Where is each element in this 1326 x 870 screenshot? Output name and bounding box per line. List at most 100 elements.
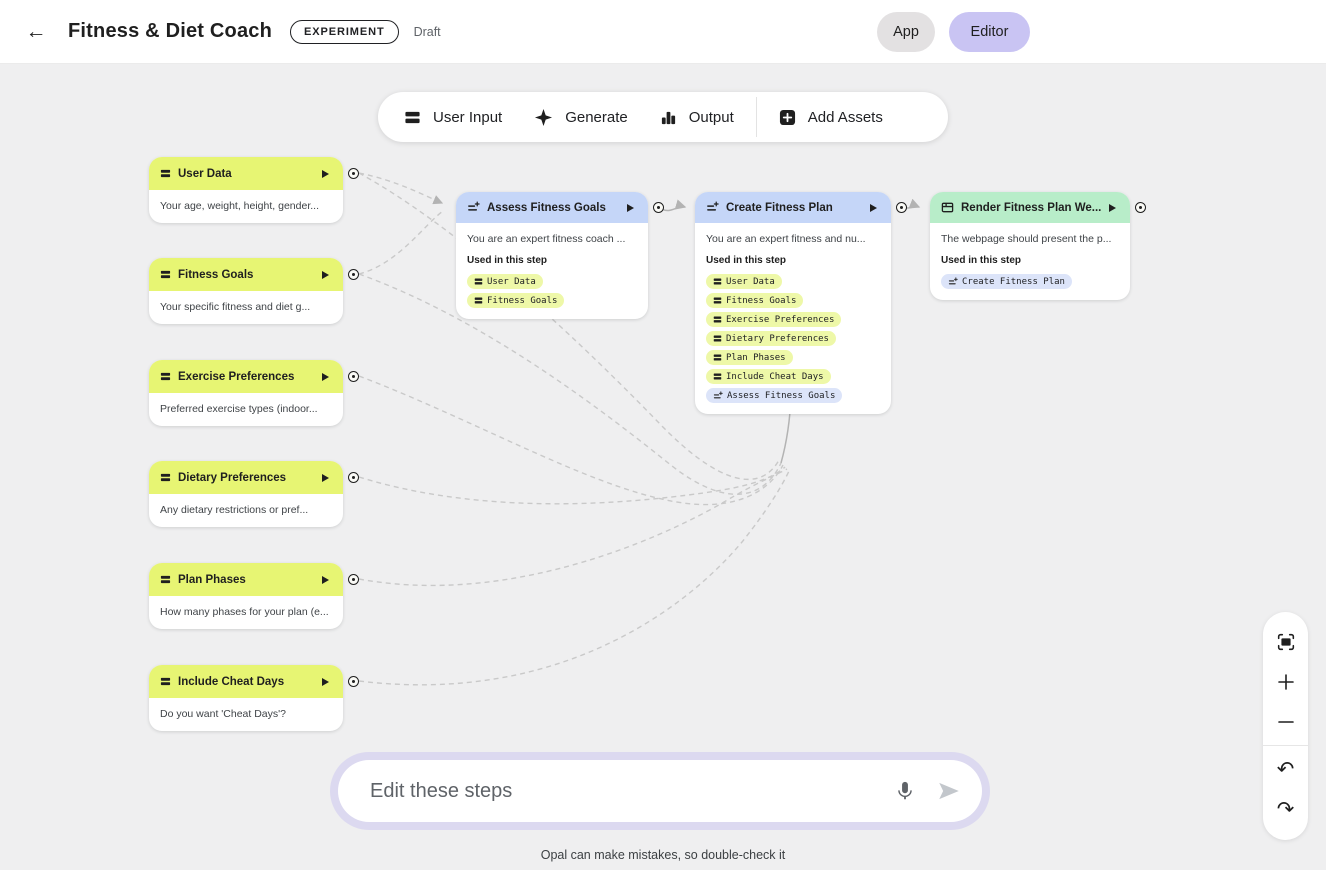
prompt-icon — [948, 276, 958, 284]
chip-label: Create Fitness Plan — [962, 276, 1065, 287]
input-bars-icon — [160, 169, 171, 178]
undo-button[interactable]: ↶ — [1263, 749, 1308, 789]
node-header[interactable]: Render Fitness Plan We... — [930, 192, 1146, 223]
add-assets-button[interactable]: Add Assets — [763, 92, 899, 142]
node-header[interactable]: Create Fitness Plan — [695, 192, 907, 223]
used-asset-chips: User Data Fitness Goals — [467, 274, 637, 308]
run-node-button[interactable] — [869, 203, 878, 213]
connection-port-icon[interactable] — [653, 202, 664, 213]
node-description: Do you want 'Cheat Days'? — [160, 708, 286, 720]
play-icon — [322, 677, 329, 686]
connection-port-icon[interactable] — [348, 269, 359, 280]
toolbar-item-label: Generate — [565, 108, 628, 126]
used-asset-chip: Include Cheat Days — [706, 369, 831, 384]
zoom-in-button[interactable] — [1263, 662, 1308, 702]
node-header[interactable]: Exercise Preferences — [149, 360, 359, 393]
used-in-step-label: Used in this step — [706, 255, 787, 266]
connection-port-icon[interactable] — [348, 371, 359, 382]
input-bars-icon — [713, 278, 722, 285]
node-description: How many phases for your plan (e... — [160, 606, 329, 618]
input-bars-icon — [474, 278, 483, 285]
chip-label: Exercise Preferences — [726, 314, 835, 325]
connection-port-icon[interactable] — [896, 202, 907, 213]
composer — [330, 752, 990, 830]
back-button[interactable]: ← — [18, 14, 54, 50]
prompt-icon — [713, 390, 723, 398]
play-icon — [870, 203, 877, 212]
send-button[interactable] — [934, 776, 964, 806]
connection-port-icon[interactable] — [348, 574, 359, 585]
input-node-exercise-preferences[interactable]: Exercise Preferences Preferred exercise … — [149, 360, 359, 426]
editor-mode-button[interactable]: Editor — [949, 12, 1030, 52]
play-icon — [322, 372, 329, 381]
used-asset-chips: Create Fitness Plan — [941, 274, 1119, 289]
used-asset-chip: User Data — [706, 274, 782, 289]
run-node-button[interactable] — [321, 473, 330, 483]
input-node-dietary-preferences[interactable]: Dietary Preferences Any dietary restrict… — [149, 461, 359, 527]
play-icon — [1109, 203, 1116, 212]
connection-port-icon[interactable] — [1135, 202, 1146, 213]
node-description: You are an expert fitness and nu... — [706, 233, 866, 245]
used-in-step-label: Used in this step — [467, 255, 548, 266]
node-header[interactable]: Plan Phases — [149, 563, 359, 596]
node-description: You are an expert fitness coach ... — [467, 233, 626, 245]
input-node-include-cheat-days[interactable]: Include Cheat Days Do you want 'Cheat Da… — [149, 665, 359, 731]
chip-label: Fitness Goals — [487, 295, 558, 306]
run-node-button[interactable] — [321, 169, 330, 179]
output-node-render-fitness-plan[interactable]: Render Fitness Plan We... The webpage sh… — [930, 192, 1146, 300]
run-node-button[interactable] — [321, 677, 330, 687]
input-node-fitness-goals[interactable]: Fitness Goals Your specific fitness and … — [149, 258, 359, 324]
mic-button[interactable] — [892, 778, 918, 804]
app-mode-button[interactable]: App — [877, 12, 935, 52]
node-header[interactable]: Dietary Preferences — [149, 461, 359, 494]
toolbar-item-label: Add Assets — [807, 108, 883, 126]
play-icon — [322, 270, 329, 279]
node-header[interactable]: Fitness Goals — [149, 258, 359, 291]
redo-icon: ↷ — [1276, 797, 1295, 821]
input-bars-icon — [713, 354, 722, 361]
node-title: Dietary Preferences — [178, 471, 287, 484]
node-header[interactable]: Include Cheat Days — [149, 665, 359, 698]
zoom-out-button[interactable] — [1263, 702, 1308, 742]
node-header[interactable]: User Data — [149, 157, 359, 190]
prompt-node-assess-fitness-goals[interactable]: Assess Fitness Goals You are an expert f… — [456, 192, 664, 319]
used-asset-chip: Exercise Preferences — [706, 312, 842, 327]
used-asset-chip: Dietary Preferences — [706, 331, 836, 346]
used-asset-chip: Fitness Goals — [467, 293, 565, 308]
fit-screen-button[interactable] — [1263, 622, 1308, 662]
mode-switch: App Editor — [877, 12, 1030, 52]
connection-port-icon[interactable] — [348, 676, 359, 687]
add-generate-step-button[interactable]: Generate — [518, 92, 644, 142]
run-node-button[interactable] — [626, 203, 635, 213]
chip-label: Assess Fitness Goals — [727, 390, 836, 401]
run-node-button[interactable] — [321, 372, 330, 382]
prompt-node-create-fitness-plan[interactable]: Create Fitness Plan You are an expert fi… — [695, 192, 907, 414]
connection-port-icon[interactable] — [348, 472, 359, 483]
add-output-button[interactable]: Output — [644, 92, 750, 142]
node-body: Preferred exercise types (indoor... — [149, 393, 343, 426]
input-node-user-data[interactable]: User Data Your age, weight, height, gend… — [149, 157, 359, 223]
node-title: Fitness Goals — [178, 268, 254, 281]
run-node-button[interactable] — [321, 270, 330, 280]
panel-divider — [1263, 745, 1308, 746]
node-title: Plan Phases — [178, 573, 246, 586]
redo-button[interactable]: ↷ — [1263, 789, 1308, 829]
topbar: ← Fitness & Diet Coach EXPERIMENT Draft … — [0, 0, 1326, 64]
toolbar-divider — [755, 97, 757, 137]
run-node-button[interactable] — [321, 575, 330, 585]
node-description: Preferred exercise types (indoor... — [160, 403, 318, 415]
chip-label: Include Cheat Days — [726, 371, 824, 382]
undo-icon: ↶ — [1276, 757, 1295, 781]
node-description: Any dietary restrictions or pref... — [160, 504, 309, 516]
input-node-plan-phases[interactable]: Plan Phases How many phases for your pla… — [149, 563, 359, 629]
edit-steps-input[interactable] — [368, 778, 876, 804]
connection-port-icon[interactable] — [348, 168, 359, 179]
run-node-button[interactable] — [1108, 203, 1117, 213]
disclaimer-text: Opal can make mistakes, so double-check … — [540, 848, 786, 862]
node-header[interactable]: Assess Fitness Goals — [456, 192, 664, 223]
add-user-input-button[interactable]: User Input — [388, 92, 518, 142]
canvas-controls-panel: ↶ ↷ — [1263, 612, 1308, 840]
bar-chart-icon — [661, 111, 675, 124]
toolbar-item-label: Output — [688, 108, 734, 126]
workflow-canvas[interactable]: User Input Generate Output Add Assets Us… — [0, 64, 1326, 870]
